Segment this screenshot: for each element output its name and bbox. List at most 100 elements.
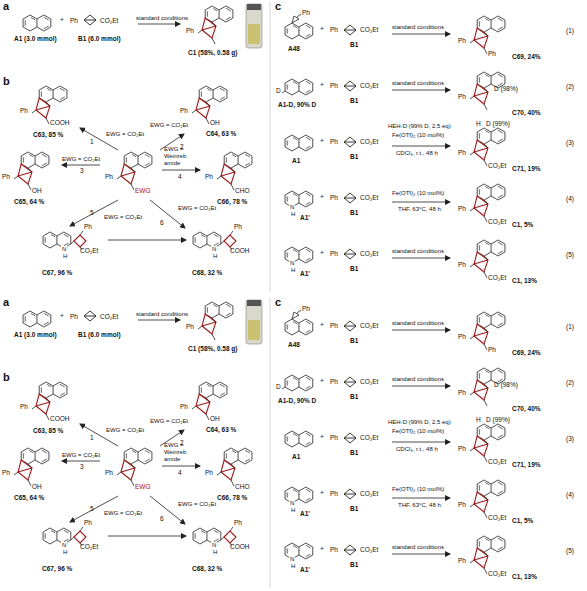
condition-text: EWG = CO₂Et [106, 131, 144, 137]
atom-label: OH [210, 120, 220, 127]
atom-label: (3) [566, 140, 574, 147]
compound-label: A1 (3.0 mmol) [14, 332, 57, 339]
atom-label: 5 [90, 506, 94, 513]
atom-label: COOH [230, 544, 250, 551]
atom-label: (2) [566, 84, 574, 91]
condition-text: Fe(OTf)₂ (10 mol%) [392, 428, 444, 434]
atom-label: Ph [70, 314, 78, 321]
atom-label: 3 [80, 464, 84, 471]
compound-label: C65, 64 % [14, 199, 44, 206]
compound-label: A1' [300, 215, 310, 222]
condition-text: EWG = CO₂Et [106, 427, 144, 433]
panel-letter: b [3, 372, 10, 383]
atom-label: Ph [180, 404, 188, 411]
atom-label: Ph [330, 435, 338, 442]
atom-label: Ph [458, 38, 466, 45]
atom-label: 4 [178, 174, 182, 181]
condition-text: Fe(OTf)₂ (10 mol%) [392, 486, 444, 492]
condition-text: HEH-D (99% D, 2.5 eq) [388, 419, 451, 425]
atom-label: Ph [458, 262, 466, 269]
atom-label: N [289, 204, 295, 210]
compound-label: B1 (6.0 mmol) [78, 36, 121, 43]
atom-label: 1 [90, 435, 94, 442]
atom-label: Ph [458, 150, 466, 157]
compound-label: A1-D, 90% D [278, 102, 316, 109]
atom-label: H [290, 563, 296, 569]
atom-label: CO₂Et [360, 547, 378, 554]
atom-label: CO₂Et [488, 571, 506, 578]
condition-text: HEH-D (99% D, 2.5 eq) [388, 123, 451, 129]
atom-label: COOH [50, 120, 70, 127]
condition-text: THF, 63°C, 48 h [398, 206, 441, 212]
condition-text: EWG = CO₂Et [178, 205, 216, 211]
atom-label: (4) [566, 492, 574, 499]
atom-label: H [62, 549, 68, 555]
atom-label: H [476, 417, 481, 424]
atom-label: + [320, 138, 324, 145]
atom-label: CO₂Et [360, 323, 378, 330]
atom-label: Ph [458, 558, 466, 565]
atom-label: CO₂Et [360, 83, 378, 90]
atom-label: + [320, 194, 324, 201]
condition-text: standard conditions [136, 15, 188, 21]
condition-text: EWG = CO₂Et [104, 510, 142, 516]
condition-text: standard conditions [136, 311, 188, 317]
condition-text: standard conditions [392, 544, 444, 550]
atom-label: + [60, 313, 64, 320]
atom-label: Ph [234, 520, 242, 527]
atom-label: Ph [105, 174, 113, 181]
condition-text: EWG = CO₂Et [104, 214, 142, 220]
atom-label: Ph [105, 470, 113, 477]
atom-label: H [476, 121, 481, 128]
panel-letter: a [3, 1, 9, 12]
compound-label: A1' [300, 271, 310, 278]
compound-label: B1 [350, 98, 358, 105]
atom-label: N [61, 542, 67, 548]
atom-label: Ph [20, 108, 28, 115]
condition-text: EWG = CO₂Et [178, 501, 216, 507]
atom-label: Ph [180, 108, 188, 115]
atom-label: Ph [2, 174, 10, 181]
compound-label: C1 (58%, 0.58 g) [188, 346, 238, 353]
atom-label: N [211, 246, 217, 252]
atom-label: COOH [50, 416, 70, 423]
compound-label: B1 [350, 266, 358, 273]
atom-label: Ph [488, 347, 496, 354]
atom-label: CO₂Et [360, 491, 378, 498]
atom-label: + [320, 546, 324, 553]
condition-text: CDCl₃, r.t., 48 h [396, 150, 438, 156]
atom-label: (3) [566, 436, 574, 443]
condition-text: EWG = CO₂Et [150, 122, 188, 128]
panel-letter: c [275, 297, 281, 308]
atom-label: Ph [330, 379, 338, 386]
compound-label: C66, 78 % [217, 495, 247, 502]
compound-label: C67, 96 % [42, 566, 72, 573]
compound-label: C63, 85 % [33, 428, 63, 435]
compound-label: C64, 63 % [206, 427, 236, 434]
atom-label: Ph [186, 28, 194, 35]
atom-label: CO₂Et [360, 379, 378, 386]
atom-label: D (98%) [494, 382, 518, 389]
atom-label: (1) [566, 28, 574, 35]
atom-label: Ph [458, 334, 466, 341]
compound-label: B1 [350, 394, 358, 401]
atom-label: CHO [235, 188, 249, 195]
atom-label: CO₂Et [360, 435, 378, 442]
compound-label: A1 [292, 158, 300, 165]
atom-label: OH [210, 416, 220, 423]
atom-label: Ph [330, 547, 338, 554]
atom-label: Ph [84, 224, 92, 231]
atom-label: N [289, 556, 295, 562]
atom-label: + [320, 250, 324, 257]
atom-label: + [320, 490, 324, 497]
atom-label: Ph [302, 306, 310, 313]
condition-text: EWG = CO₂Et [62, 156, 100, 162]
condition-text: standard conditions [392, 376, 444, 382]
atom-label: 3 [80, 168, 84, 175]
atom-label: CO₂Et [360, 195, 378, 202]
compound-label: C1, 5% [512, 518, 533, 525]
panel-letter: c [275, 1, 281, 12]
atom-label: (5) [566, 252, 574, 259]
atom-label: Ph [20, 404, 28, 411]
compound-label: B1 [350, 506, 358, 513]
